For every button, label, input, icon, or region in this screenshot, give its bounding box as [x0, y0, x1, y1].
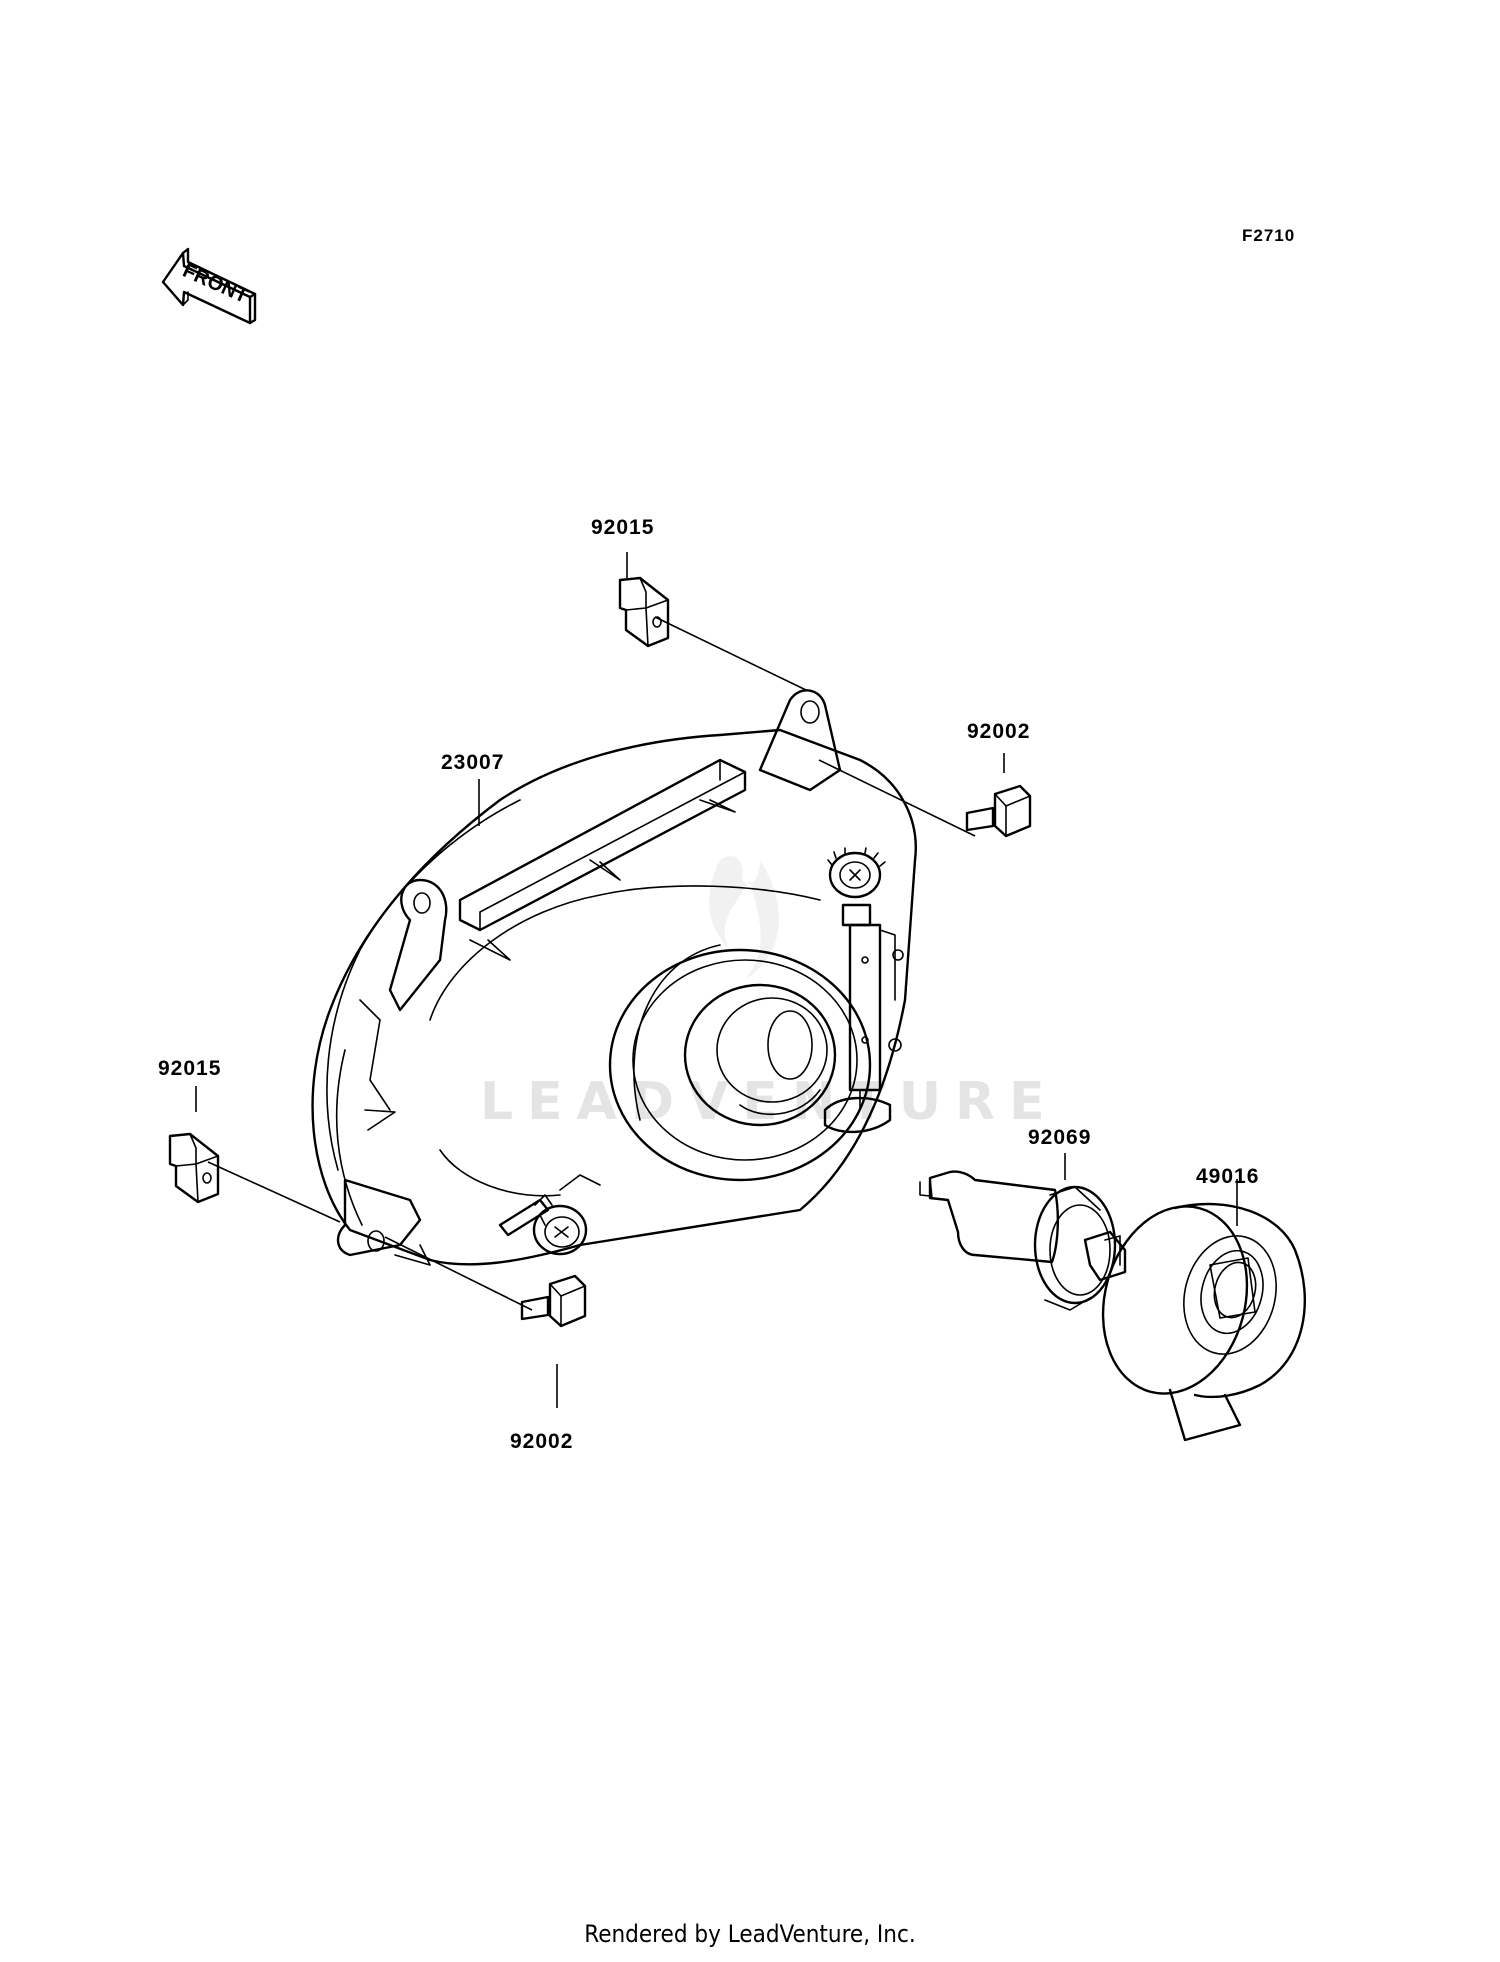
- part-number-label[interactable]: 92015: [591, 516, 655, 539]
- part-number-label[interactable]: 92002: [967, 720, 1031, 743]
- part-number-label[interactable]: 92002: [510, 1430, 574, 1453]
- part-number-label[interactable]: 49016: [1196, 1165, 1260, 1188]
- footer-credit: Rendered by LeadVenture, Inc.: [584, 1920, 916, 1948]
- front-marker-text: FRONT: [179, 260, 251, 308]
- bolt-bottom: [520, 1274, 587, 1328]
- part-number-label[interactable]: 92069: [1028, 1126, 1092, 1149]
- clip-left: [168, 1132, 220, 1204]
- bulb: [919, 1170, 1127, 1311]
- part-number-label[interactable]: 92015: [158, 1057, 222, 1080]
- headlight-unit: [311, 689, 917, 1266]
- cap: [1101, 1202, 1306, 1442]
- leader-lines: [195, 552, 1238, 1408]
- part-number-label[interactable]: 23007: [441, 751, 505, 774]
- clip-top: [618, 576, 670, 648]
- bolt-top: [965, 784, 1032, 838]
- adjuster-gear-top: [827, 847, 886, 899]
- figure-code: F2710: [1242, 226, 1296, 245]
- adjuster-gear-bottom: [498, 1194, 588, 1256]
- front-arrow-icon: FRONT: [161, 247, 257, 325]
